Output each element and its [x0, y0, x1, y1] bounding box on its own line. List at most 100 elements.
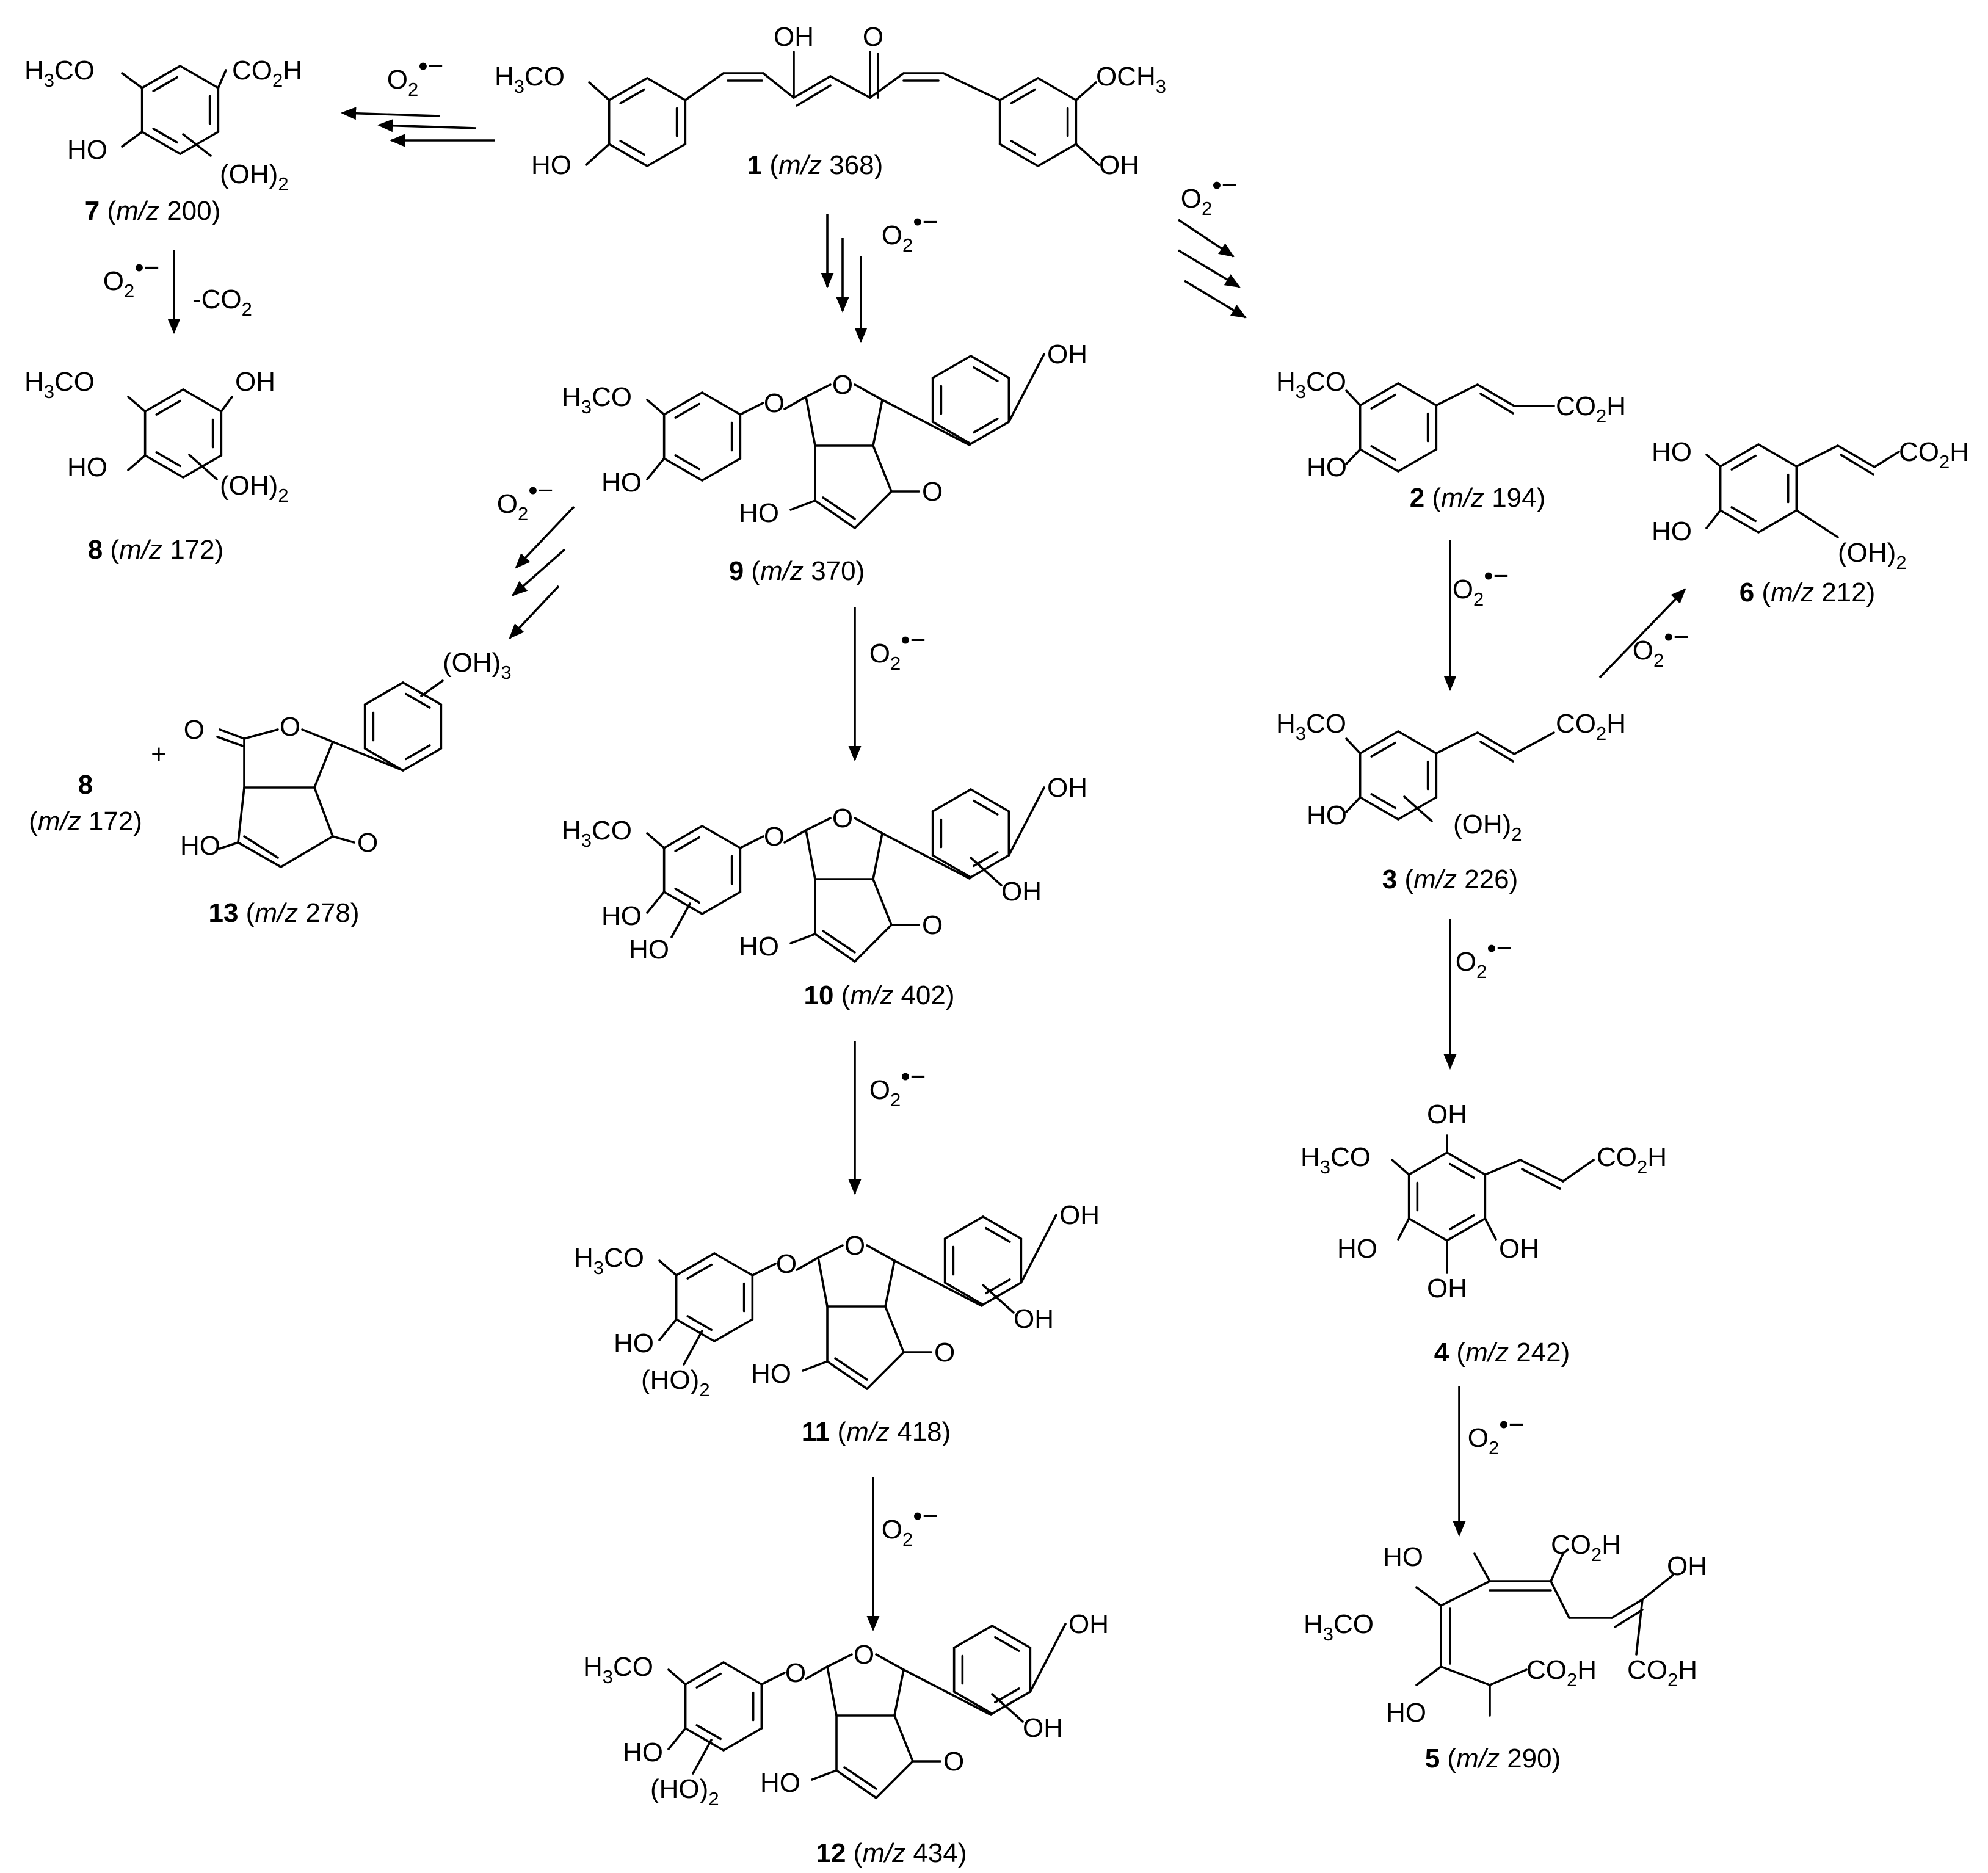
bond — [1795, 509, 1839, 538]
bond — [866, 1244, 896, 1262]
superoxide-label: O2•− — [1456, 933, 1512, 982]
ether-oxygen-label: O — [785, 1658, 806, 1688]
carbonyl-oxygen-label: O — [184, 715, 205, 745]
bond — [805, 396, 816, 447]
bond — [646, 457, 666, 480]
bond — [952, 1690, 993, 1715]
bond — [188, 454, 218, 480]
compound-2-structure — [1345, 382, 1555, 473]
superoxide-label: O2•− — [1453, 561, 1509, 610]
ketone-oxygen-label: O — [922, 477, 943, 507]
bond — [1719, 443, 1760, 468]
bond — [402, 747, 443, 772]
bond — [1521, 1168, 1561, 1190]
bond — [826, 1665, 838, 1717]
bond — [789, 499, 816, 511]
ketone-oxygen-label: O — [922, 910, 943, 940]
bond — [739, 402, 764, 416]
bond — [662, 825, 703, 849]
ring-1-left — [608, 77, 687, 167]
bond — [1037, 77, 1078, 101]
bond — [152, 128, 178, 144]
bond — [332, 835, 355, 844]
bond — [216, 736, 244, 747]
bond — [1449, 1214, 1475, 1231]
carboxyl-label: CO2H — [1556, 391, 1626, 427]
bond — [991, 1693, 1024, 1723]
bond — [670, 902, 691, 938]
bond — [695, 1724, 722, 1741]
compound-3-caption: 3 (m/z 226) — [1382, 864, 1518, 894]
compound-8-caption: 8 (m/z 172) — [88, 535, 224, 565]
bond — [1730, 454, 1757, 471]
bond — [783, 829, 807, 844]
hydroxy-label: HO — [614, 1328, 654, 1358]
bond — [155, 451, 181, 468]
dihydroxy-label: (OH)2 — [1453, 810, 1522, 845]
bond — [970, 355, 1010, 379]
bond — [1359, 382, 1399, 407]
compound-13-caption: 13 (m/z 278) — [208, 898, 359, 928]
arrows-layer — [167, 107, 1686, 1632]
methoxy-label: H3CO — [583, 1652, 653, 1687]
bond — [822, 496, 856, 520]
trihydroxy-label: (OH)3 — [443, 648, 512, 683]
compound-12-caption: 12 (m/z 434) — [816, 1838, 967, 1868]
compound-6-structure — [1705, 443, 1900, 538]
ring-6 — [1719, 443, 1798, 534]
hydroxy-label: OH — [1047, 773, 1087, 803]
bond — [646, 891, 666, 914]
ring-oxygen-label: O — [832, 803, 853, 833]
bond — [1359, 730, 1399, 755]
bond — [1757, 443, 1798, 468]
methoxy-label: H3CO — [574, 1243, 644, 1278]
hydroxy-label: HO — [601, 468, 642, 498]
bond — [973, 366, 999, 382]
aryl-ring-left — [662, 825, 742, 915]
aryl-ring-right — [931, 788, 1010, 879]
bond — [982, 1281, 1023, 1306]
bond — [835, 1769, 877, 1799]
hydroxy-label: OH — [235, 367, 275, 397]
bond — [973, 418, 999, 434]
bond — [674, 836, 700, 852]
bond — [301, 728, 334, 743]
hydroxy-label: OH — [1427, 1273, 1467, 1303]
bond — [405, 744, 431, 761]
bond — [701, 391, 742, 416]
bond — [1489, 1668, 1528, 1686]
arrow-1-to-7 — [377, 119, 477, 132]
bond — [619, 88, 645, 104]
dihydroxy-label: (OH)2 — [1838, 538, 1907, 573]
bond — [881, 399, 971, 446]
bond — [658, 1318, 678, 1341]
bond — [1757, 509, 1798, 534]
bond — [701, 825, 742, 849]
bond — [854, 490, 893, 529]
bond — [829, 75, 871, 99]
bond — [1446, 1151, 1487, 1176]
bond — [1075, 81, 1097, 101]
bond — [814, 499, 856, 529]
bond — [814, 933, 856, 963]
bond — [970, 421, 1010, 445]
hydroxy-label: OH — [1014, 1304, 1054, 1334]
ether-oxygen-label: O — [776, 1249, 797, 1279]
methoxy-label: H3CO — [495, 62, 565, 97]
bond — [872, 878, 893, 926]
aryl-ring-left — [662, 391, 742, 482]
bond — [1476, 731, 1515, 755]
arrow-3-to-6 — [1598, 588, 1686, 679]
aryl-ring-right — [952, 1625, 1032, 1715]
hydroxy-label: OH — [1667, 1551, 1707, 1581]
bond — [722, 1727, 763, 1752]
bond — [674, 888, 700, 904]
ketone-oxygen-label: O — [943, 1747, 964, 1777]
bond — [127, 396, 147, 413]
superoxide-label: O2•− — [1633, 622, 1689, 671]
arrow-9-to-13 — [515, 505, 575, 569]
bond — [684, 72, 725, 101]
methoxy-label: H3CO — [562, 382, 632, 418]
bond — [1407, 1217, 1448, 1242]
